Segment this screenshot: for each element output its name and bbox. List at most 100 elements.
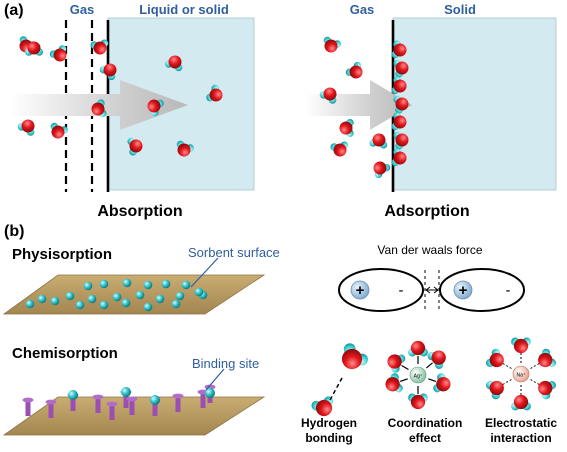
- binding-site-callout-line: [205, 368, 225, 391]
- adsorbed-water-molecule: [391, 40, 407, 59]
- binding-site: [126, 396, 138, 415]
- binding-site: [92, 394, 104, 413]
- water-molecule: [91, 99, 107, 118]
- van-der-waals-diagram: Van der waals force + + - -: [338, 243, 525, 312]
- dipole-right-minus: -: [506, 282, 511, 299]
- dipole-left-plus: +: [356, 282, 365, 299]
- water-molecule: [339, 119, 354, 137]
- coordinated-water-molecule: [385, 373, 403, 393]
- water-molecule: [369, 133, 388, 149]
- vdw-double-arrow: [425, 286, 439, 294]
- physisorbed-sphere: [175, 291, 185, 301]
- water-molecule: [164, 55, 183, 72]
- adsorbed-water-molecule: [393, 95, 409, 114]
- physisorbed-sphere: [37, 294, 47, 304]
- coordination-label-line2: effect: [409, 431, 441, 445]
- coordination-label-line1: Coordination: [388, 416, 463, 430]
- chemisorption-binding-sites: [22, 384, 216, 420]
- physisorbed-molecules: [25, 278, 208, 312]
- binding-site-callout: Binding site: [192, 356, 259, 371]
- absorption-phase-label: Liquid or solid: [139, 2, 229, 17]
- adsorbed-water-molecule: [393, 59, 409, 78]
- chemisorption-title: Chemisorption: [12, 345, 118, 362]
- water-molecule: [99, 63, 117, 81]
- adsorbed-water-molecule: [391, 76, 407, 95]
- physisorbed-sphere: [161, 279, 171, 289]
- physisorbed-sphere: [99, 300, 109, 310]
- sodium-ion-center: [512, 365, 530, 383]
- hydrogen-bonding-label-line2: bonding: [305, 431, 352, 445]
- coordinated-water-molecule: [427, 350, 446, 369]
- water-molecule: [50, 122, 69, 139]
- water-molecule: [330, 141, 349, 157]
- absorption-caption: Absorption: [97, 203, 182, 220]
- panel-a-label: (a): [4, 2, 24, 19]
- adsorption-caption: Adsorption: [384, 203, 469, 220]
- electrostatic-label-line2: interaction: [490, 431, 551, 445]
- absorption-gas-label: Gas: [70, 2, 95, 17]
- coordinated-water-molecule: [433, 373, 451, 393]
- sodium-ion-label: Na⁺: [516, 373, 525, 379]
- dipole-left-minus: -: [399, 282, 404, 299]
- hydrated-water-molecule: [511, 337, 531, 354]
- coordination-bond: [428, 378, 437, 383]
- coordination-bond: [426, 362, 433, 369]
- physisorbed-sphere: [171, 299, 181, 309]
- hydrated-water-molecule: [538, 348, 557, 368]
- silver-ion-center: [409, 366, 427, 384]
- physisorption-diagram: Physisorption Sorbent surface: [2, 245, 280, 315]
- panel-a: (a) Gas Liquid or solid Absorption Gas S…: [4, 2, 557, 220]
- physisorbed-sphere: [181, 280, 191, 290]
- hydrogen-bonding-diagram: Hydrogen bonding: [301, 343, 368, 445]
- adsorption-water-molecules: [319, 36, 409, 179]
- chemisorbed-molecule: [205, 388, 215, 398]
- absorption-diagram: Gas Liquid or solid Absorption: [10, 2, 255, 220]
- electrostatic-attraction-line: [530, 363, 540, 369]
- sorbent-surface-callout-line: [190, 257, 219, 288]
- adsorption-gas-label: Gas: [350, 2, 375, 17]
- sorbent-surface-plane: [2, 274, 266, 315]
- adsorption-arrow: [306, 80, 412, 130]
- coordinated-water-molecule: [408, 340, 428, 357]
- electrostatic-attraction-line: [502, 363, 512, 369]
- coordination-bond: [399, 378, 408, 383]
- coordinated-water-molecule: [408, 393, 428, 410]
- physisorbed-sphere: [99, 279, 109, 289]
- water-molecule: [17, 119, 35, 136]
- water-molecule: [49, 45, 67, 62]
- solid-region: [392, 17, 557, 191]
- binding-site: [172, 393, 184, 412]
- hydrogen-bond-dashes: [329, 377, 343, 401]
- coordination-effect-diagram: Ag⁺ Coordination effect: [385, 340, 463, 445]
- physisorbed-sphere: [112, 292, 122, 302]
- electrostatic-interaction-diagram: Na⁺ Electrostatic interaction: [485, 337, 557, 445]
- vdw-title: Van der waals force: [377, 243, 482, 257]
- panel-b-label: (b): [4, 223, 24, 240]
- chemisorbed-molecule: [68, 390, 78, 400]
- physisorbed-sphere: [122, 278, 132, 288]
- electrostatic-attraction-line: [502, 379, 512, 385]
- water-molecule: [319, 87, 337, 104]
- hydrogen-bonding-label-line1: Hydrogen: [301, 416, 357, 430]
- adsorption-diagram: Gas Solid Adsorption: [306, 2, 557, 220]
- physisorbed-sphere: [143, 302, 153, 312]
- binding-site: [45, 399, 57, 418]
- hydrated-water-molecule: [485, 348, 504, 368]
- physisorbed-sphere: [121, 298, 131, 308]
- silver-ion-label: Ag⁺: [414, 374, 423, 380]
- electrostatic-attraction-line: [530, 379, 540, 385]
- water-molecule: [127, 137, 143, 156]
- physisorbed-sphere: [83, 281, 93, 291]
- water-molecule: [206, 84, 223, 102]
- physisorbed-sphere: [194, 287, 204, 297]
- coordination-bond: [401, 364, 409, 371]
- chemisorption-diagram: Chemisorption Binding site: [2, 345, 266, 436]
- hydrated-water-molecule: [511, 394, 531, 411]
- adsorbed-water-molecule: [391, 148, 407, 167]
- adsorbed-water-molecule: [393, 131, 409, 150]
- physisorbed-sphere: [143, 280, 153, 290]
- water-molecule: [345, 61, 363, 79]
- electrostatic-label-line1: Electrostatic: [485, 416, 557, 430]
- water-molecule: [25, 41, 43, 56]
